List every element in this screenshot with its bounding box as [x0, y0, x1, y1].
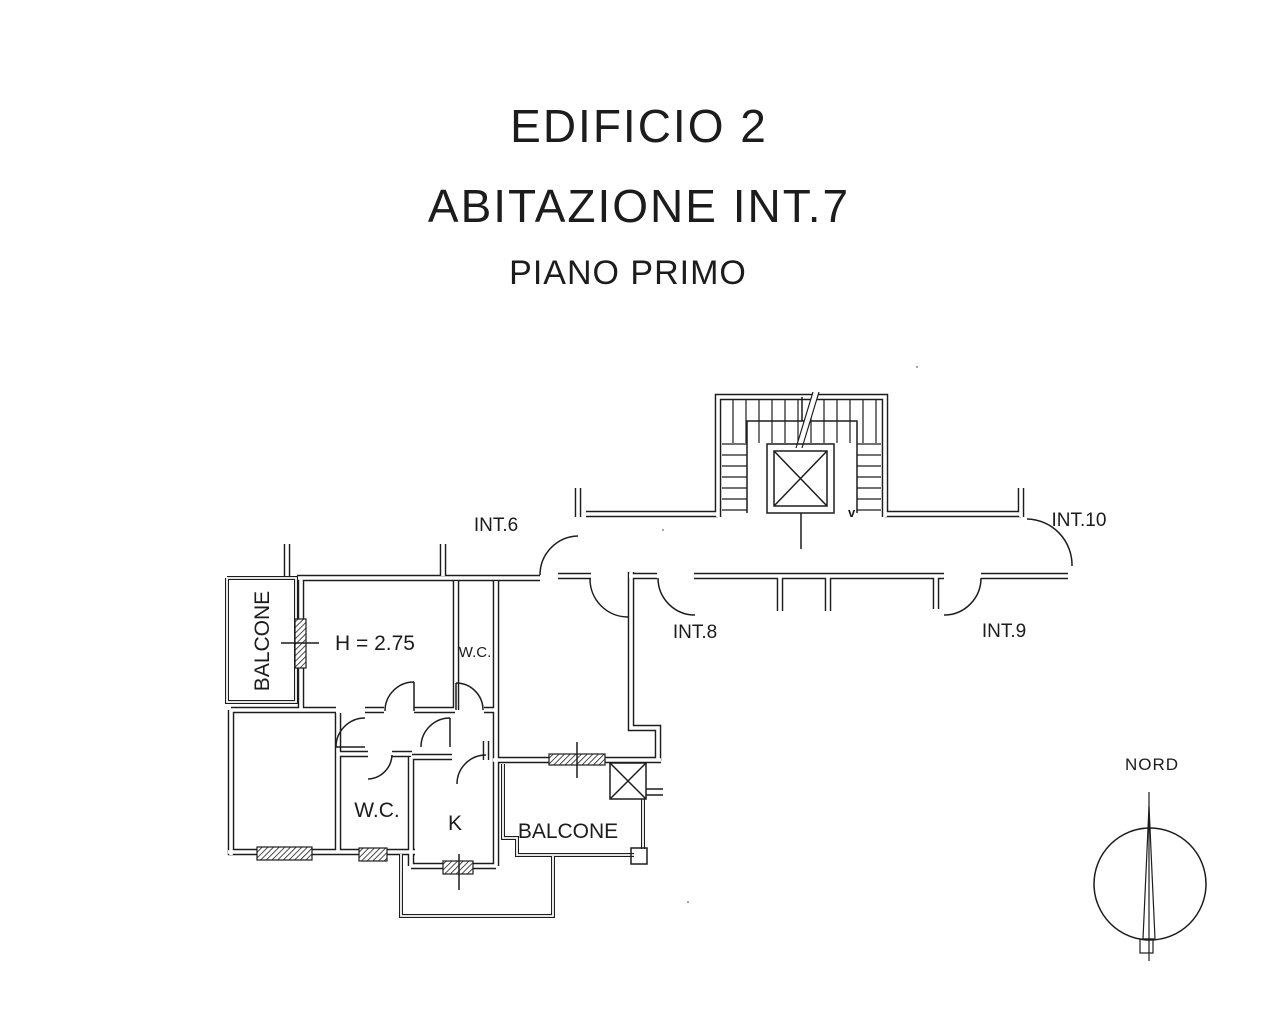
compass-needle-base	[1139, 938, 1154, 954]
room-label-wc-lower: W.C.	[354, 799, 400, 822]
stair-down-marker: v	[848, 505, 856, 520]
label-unit-int8: INT.8	[673, 622, 717, 643]
unit-labels: INT.6 INT.8 INT.9 INT.10	[474, 510, 1107, 643]
label-unit-int10: INT.10	[1052, 510, 1107, 531]
door-arcs	[335, 518, 1073, 785]
floor-title: PIANO PRIMO	[509, 254, 747, 292]
label-unit-int9: INT.9	[982, 621, 1026, 642]
compass-circle	[1093, 827, 1207, 941]
north-compass: NORD	[1093, 755, 1207, 961]
stair-steps-left	[722, 443, 747, 511]
stairwell: v	[722, 391, 881, 549]
unit-title: ABITAZIONE INT.7	[428, 180, 850, 232]
window-kitchen	[442, 860, 474, 875]
stair-steps-right	[857, 443, 881, 511]
windows	[256, 618, 606, 890]
room-label-wc-upper: W.C.	[459, 644, 492, 661]
room-label-height: H = 2.75	[335, 632, 415, 655]
parapet-corner-post	[630, 847, 648, 865]
label-unit-int6: INT.6	[474, 515, 518, 536]
stair-break-line	[795, 391, 820, 449]
room-label-balcony-left: BALCONE	[251, 591, 274, 691]
stair-steps-top	[732, 399, 877, 443]
window-wc-lower	[358, 847, 388, 862]
room-label-kitchen: K	[448, 812, 462, 835]
window-room-sw	[256, 846, 313, 861]
title-block: EDIFICIO 2 ABITAZIONE INT.7 PIANO PRIMO	[428, 100, 850, 292]
room-labels: H = 2.75 W.C. W.C. K BALCONE BALCONE	[251, 591, 618, 843]
flue-box	[609, 762, 663, 800]
balcony-parapets	[225, 576, 648, 918]
north-label: NORD	[1125, 755, 1179, 774]
window-axis-ticks	[281, 642, 578, 890]
elevator-shaft	[766, 443, 835, 549]
building-title: EDIFICIO 2	[510, 100, 768, 152]
room-label-balcony-lower: BALCONE	[518, 820, 618, 843]
scan-artifacts	[662, 366, 918, 903]
